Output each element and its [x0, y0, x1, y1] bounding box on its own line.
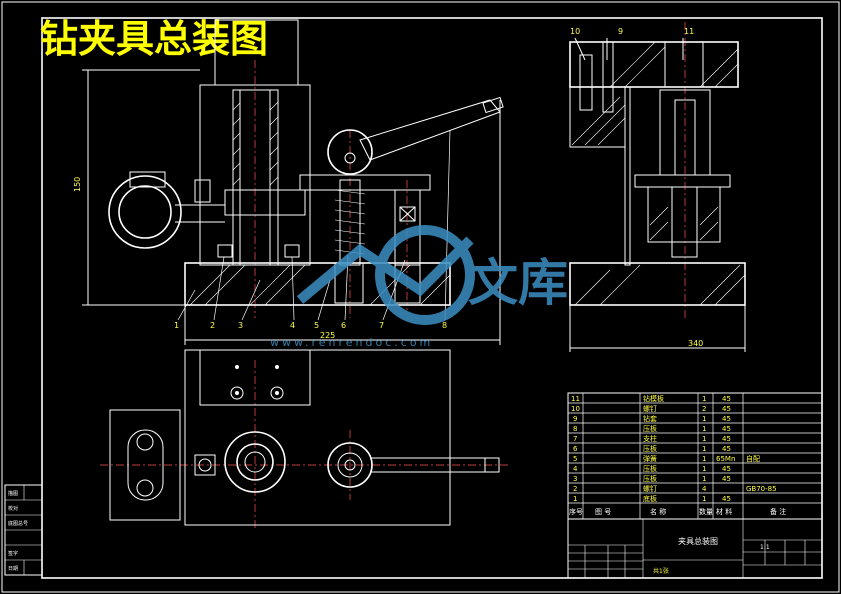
margin-label: 日期: [8, 566, 18, 572]
row-qty: 1: [702, 455, 706, 463]
margin-label: 描图: [8, 490, 18, 497]
row-name: 钻模板: [643, 394, 664, 403]
watermark-brand: 文库: [468, 254, 568, 312]
margin-label: 底图总号: [8, 520, 28, 527]
row-name: 弹簧: [643, 454, 657, 463]
row-name: 底板: [643, 494, 657, 503]
margin-block: 描图 校对 底图总号 签字 日期: [4, 484, 43, 576]
row-name: 压板: [643, 424, 657, 433]
row-name: 压板: [643, 444, 657, 453]
row-qty: 2: [702, 405, 706, 413]
row-no: 3: [573, 475, 577, 483]
row-no: 11: [571, 395, 580, 403]
row-material: 45: [722, 405, 731, 413]
balloon-8: 8: [442, 321, 447, 330]
row-remark: 自配: [746, 454, 760, 463]
row-no: 2: [573, 485, 577, 493]
inner-border: [41, 17, 823, 579]
row-qty: 1: [702, 435, 706, 443]
header-qty: 数量: [699, 507, 713, 516]
row-name: 螺钉: [643, 484, 657, 493]
row-name: 支柱: [643, 434, 657, 443]
sheet-count: 共1张: [653, 567, 669, 575]
balloon-10: 10: [570, 27, 580, 36]
row-qty: 1: [702, 475, 706, 483]
balloon-11: 11: [684, 27, 694, 36]
row-material: 45: [722, 465, 731, 473]
front-view: 150 225 1 2 3 4 5 6 7 8: [73, 19, 504, 345]
balloon-7: 7: [379, 321, 384, 330]
row-qty: 4: [702, 485, 707, 493]
top-view: [100, 349, 510, 530]
dim-overall-width: 225: [320, 331, 335, 340]
balloon-2: 2: [210, 321, 215, 330]
row-material: 45: [722, 495, 731, 503]
title-block: 夹具总装图 共1张 1:1: [567, 518, 823, 579]
header-material: 材 料: [716, 507, 732, 516]
row-qty: 1: [702, 395, 706, 403]
row-material: 65Mn: [716, 455, 735, 463]
row-material: 45: [722, 445, 731, 453]
header-remark: 备 注: [770, 507, 786, 516]
row-name: 钻套: [643, 414, 657, 423]
row-material: 45: [722, 475, 731, 483]
row-qty: 1: [702, 415, 706, 423]
parts-table: 11 钻模板 1 45 10 螺钉 2 45 9 钻套 1 45 8 压板 1 …: [567, 392, 823, 520]
row-no: 7: [573, 435, 577, 443]
row-qty: 1: [702, 425, 706, 433]
balloon-6: 6: [341, 321, 346, 330]
row-material: 45: [722, 415, 731, 423]
header-name: 名 称: [650, 507, 666, 516]
dim-height: 150: [73, 177, 82, 192]
margin-label: 校对: [8, 505, 18, 512]
row-name: 压板: [643, 474, 657, 483]
row-no: 9: [573, 415, 577, 423]
row-qty: 1: [702, 445, 706, 453]
row-no: 4: [573, 465, 578, 473]
balloon-1: 1: [174, 321, 179, 330]
header-code: 图 号: [595, 508, 611, 516]
row-material: 45: [722, 435, 731, 443]
balloon-5: 5: [314, 321, 319, 330]
row-material: 45: [722, 395, 731, 403]
balloon-9: 9: [618, 27, 623, 36]
row-qty: 1: [702, 465, 706, 473]
drawing-name: 夹具总装图: [678, 536, 718, 546]
watermark-url: www.renrendoc.com: [270, 336, 433, 349]
row-qty: 1: [702, 495, 706, 503]
row-no: 6: [573, 445, 578, 453]
row-no: 8: [573, 425, 577, 433]
header-no: 序号: [569, 507, 583, 516]
side-view: 340 10 9 11: [569, 22, 746, 352]
row-no: 10: [571, 405, 580, 413]
row-remark: GB70-85: [746, 485, 777, 493]
row-no: 1: [573, 495, 577, 503]
row-material: 45: [722, 425, 731, 433]
scale: 1:1: [760, 544, 770, 551]
row-name: 压板: [643, 464, 657, 473]
balloon-3: 3: [238, 321, 243, 330]
row-name: 螺钉: [643, 404, 657, 413]
row-no: 5: [573, 455, 577, 463]
drawing-title: 钻夹具总装图: [40, 17, 268, 61]
margin-label: 签字: [8, 550, 18, 557]
watermark: 文库 www.renrendoc.com: [270, 225, 568, 349]
dim-side-width: 340: [688, 339, 703, 348]
balloon-4: 4: [290, 321, 295, 330]
